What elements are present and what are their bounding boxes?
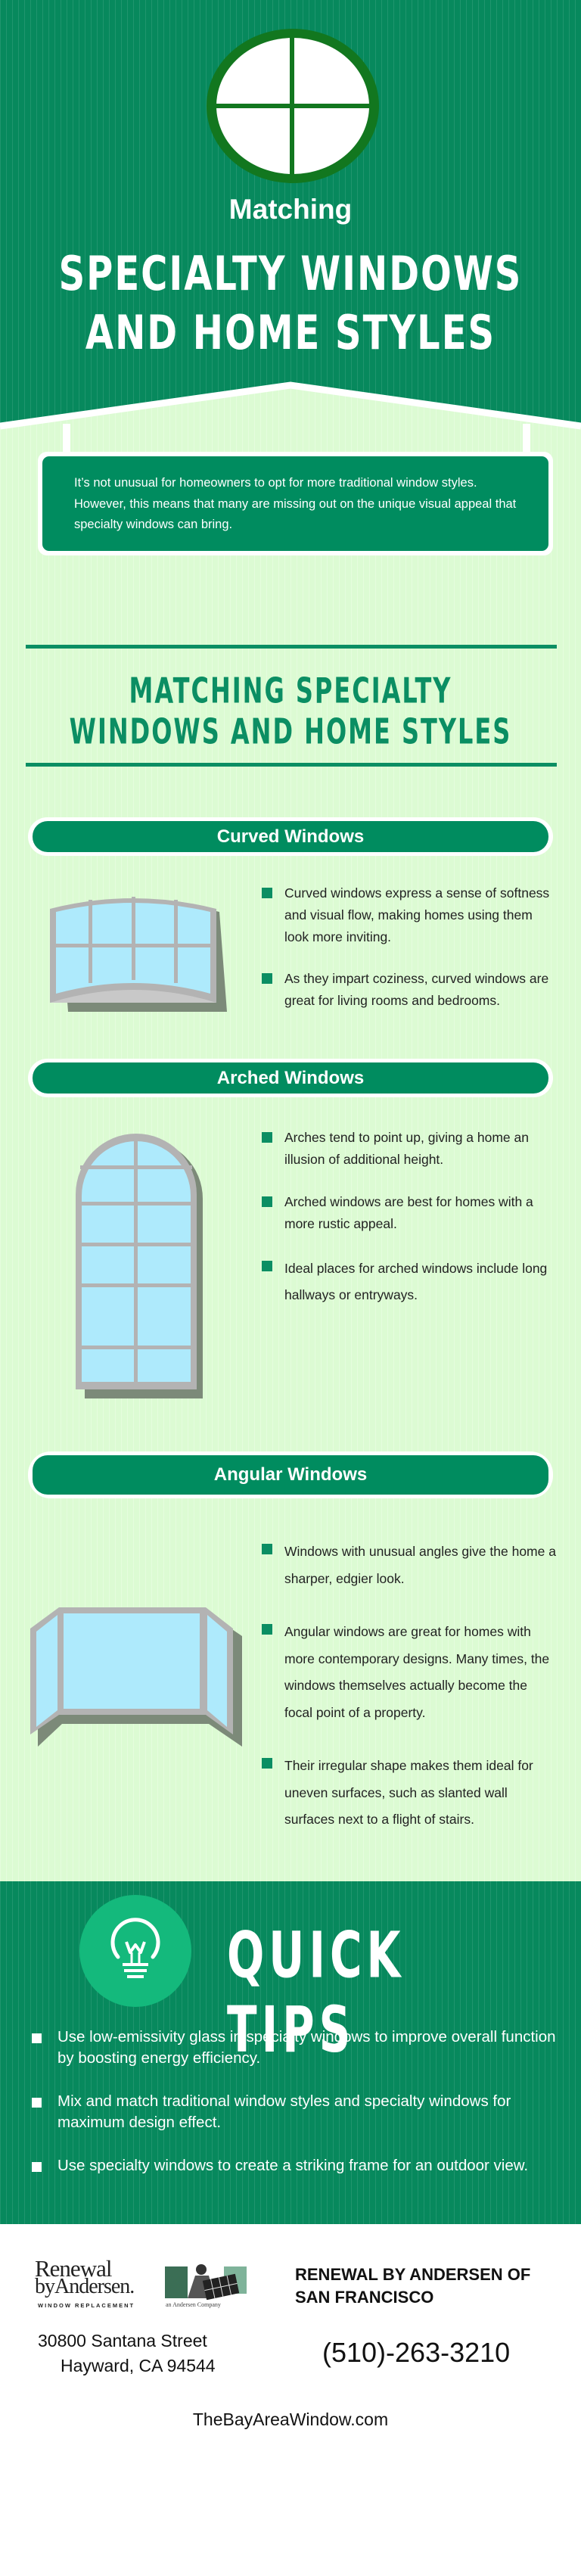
list-item: Curved windows express a sense of softne… <box>262 882 557 948</box>
list-item: Mix and match traditional window styles … <box>30 2091 560 2133</box>
divider-top <box>26 645 557 649</box>
list-item: Their irregular shape makes them ideal f… <box>262 1753 557 1834</box>
intro-box: It’s not unusual for homeowners to opt f… <box>38 452 553 555</box>
list-item: Angular windows are great for homes with… <box>262 1619 557 1726</box>
round-window-icon <box>207 29 379 183</box>
company-name: RENEWAL BY ANDERSEN OF SAN FRANCISCO <box>295 2265 531 2307</box>
curved-window-icon <box>50 897 227 1012</box>
angular-windows-title: Angular Windows <box>33 1455 548 1495</box>
divider-bottom <box>26 763 557 767</box>
section-title-line2: WINDOWS AND HOME STYLES <box>69 711 512 753</box>
angular-window-icon <box>30 1607 242 1747</box>
angular-windows-bullets: Windows with unusual angles give the hom… <box>262 1538 557 1834</box>
roof-outline <box>0 381 581 456</box>
list-item: Arches tend to point up, giving a home a… <box>262 1127 557 1171</box>
arched-windows-title: Arched Windows <box>33 1062 548 1094</box>
company-logo: Renewal byAndersen. WINDOW REPLACEMENT a… <box>35 2255 254 2313</box>
header-kicker: Matching <box>228 194 353 225</box>
list-item: Windows with unusual angles give the hom… <box>262 1538 557 1592</box>
arched-windows-header: Arched Windows <box>28 1059 553 1097</box>
list-item: Ideal places for arched windows include … <box>262 1255 557 1308</box>
list-item: As they impart coziness, curved windows … <box>262 968 557 1012</box>
quick-tips-title: QUICK TIPS <box>227 1918 405 2067</box>
address-line2: Hayward, CA 94544 <box>61 2356 216 2375</box>
curved-windows-bullets: Curved windows express a sense of softne… <box>262 882 557 1012</box>
header-title-line2: AND HOME STYLES <box>85 306 496 361</box>
angular-windows-header: Angular Windows <box>28 1451 553 1498</box>
curved-windows-title: Curved Windows <box>33 821 548 852</box>
arched-window-icon <box>76 1134 203 1398</box>
logo-line1: Renewal <box>35 2255 112 2282</box>
list-item: Arched windows are best for homes with a… <box>262 1191 557 1235</box>
logo-sub: an Andersen Company <box>166 2301 221 2308</box>
footer <box>0 2224 581 2576</box>
header-title-line1: SPECIALTY WINDOWS <box>58 247 523 302</box>
curved-windows-header: Curved Windows <box>28 817 553 856</box>
section-title-line1: MATCHING SPECIALTY <box>129 670 452 712</box>
intro-text: It’s not unusual for homeowners to opt f… <box>42 456 548 551</box>
phone-number[interactable]: (510)-263-3210 <box>322 2337 511 2368</box>
arched-windows-bullets: Arches tend to point up, giving a home a… <box>262 1127 557 1308</box>
list-item: Use specialty windows to create a striki… <box>30 2155 560 2176</box>
logo-window-man-icon <box>165 2262 248 2300</box>
address-line1: 30800 Santana Street <box>38 2331 207 2350</box>
logo-line2: byAndersen. <box>35 2275 135 2298</box>
website-link[interactable]: TheBayAreaWindow.com <box>192 2410 389 2429</box>
list-item: Use low-emissivity glass in specialty wi… <box>30 2027 560 2069</box>
light-bulb-icon <box>79 1895 191 2007</box>
quick-tips-list: Use low-emissivity glass in specialty wi… <box>30 2027 560 2198</box>
logo-tagline: WINDOW REPLACEMENT <box>38 2302 135 2309</box>
